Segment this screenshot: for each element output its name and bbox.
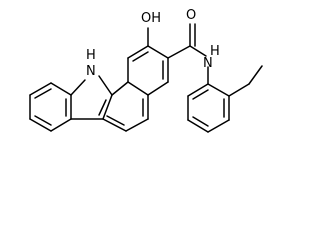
indole-hydrogen-label: H	[86, 48, 96, 63]
amide-nitrogen-label: N	[203, 56, 213, 71]
carbonyl-oxygen-label: O	[186, 8, 196, 23]
amide-hydrogen-label: H	[210, 44, 220, 59]
pyrrole-ring	[70, 75, 113, 120]
indole-nitrogen-label: N	[86, 64, 96, 79]
indole-benzene-ring	[29, 82, 72, 132]
amide-group	[167, 23, 207, 59]
structure-canvas: OH O N H N H	[29, 8, 263, 133]
ethyl-group	[228, 65, 263, 97]
middle-ring	[102, 81, 149, 132]
phenyl-ring	[187, 83, 230, 133]
chemical-structure: OH O N H N H	[29, 8, 263, 133]
hydroxyl-label: OH	[141, 11, 161, 26]
upper-ring	[127, 45, 169, 96]
